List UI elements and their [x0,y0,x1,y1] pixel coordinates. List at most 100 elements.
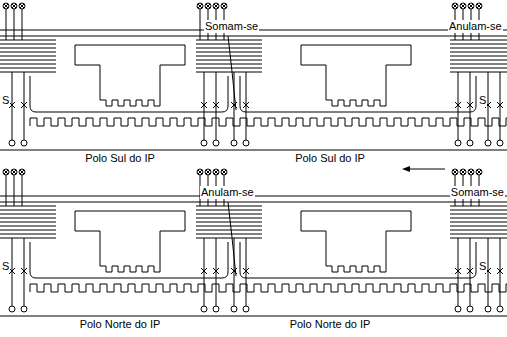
terminal-cross [214,170,218,174]
coil-winding [0,68,56,69]
coil-winding [196,238,262,239]
flux-loop [240,242,476,278]
terminal-cross [469,4,473,8]
coil-winding [450,210,507,211]
terminal-cross [453,170,457,174]
machine-row [0,169,507,316]
terminal-cross [20,170,24,174]
coil-winding [450,72,507,73]
terminal-cross [222,170,226,174]
coil-winding [450,60,507,61]
crossing-mark [497,268,503,274]
terminal-circle [3,3,9,9]
part-label: S [1,94,10,107]
terminal-circle [485,306,491,312]
terminal-cross [214,170,218,174]
terminal-cross [4,170,8,174]
part-label: S [1,260,10,273]
terminal-circle [205,169,211,175]
terminal-circle [3,169,9,175]
coil-winding [450,226,507,227]
leader-line [228,202,236,276]
terminal-circle [19,3,25,9]
part-label: S [478,94,487,107]
crossing-mark [201,102,207,108]
coil-winding [450,56,507,57]
coil-winding [0,214,56,215]
terminal-circle [452,169,458,175]
terminal-cross [206,4,210,8]
coil-winding [196,60,262,61]
coil-winding [196,222,262,223]
terminal-circle [497,306,503,312]
terminal-circle [243,306,249,312]
coil-winding [450,64,507,65]
terminal-cross [469,170,473,174]
terminal-circle [9,140,15,146]
coil-winding [0,230,56,231]
terminal-cross [4,4,8,8]
terminal-cross [453,170,457,174]
terminal-cross [222,4,226,8]
crossing-mark [497,268,503,274]
crossing-mark [455,102,461,108]
coil-winding [0,56,56,57]
coil-winding [450,52,507,53]
terminal-cross [477,4,481,8]
terminal-cross [214,4,218,8]
terminal-circle [19,169,25,175]
crossing-mark [21,268,27,274]
terminal-circle [201,140,207,146]
terminal-cross [461,4,465,8]
coil-winding [450,222,507,223]
terminal-circle [197,3,203,9]
terminal-cross [12,4,16,8]
terminal-cross [198,170,202,174]
coil-winding [450,230,507,231]
terminal-cross [20,4,24,8]
terminal-cross [214,4,218,8]
terminal-cross [206,4,210,8]
terminal-circle [455,306,461,312]
terminal-cross [206,170,210,174]
part-label: Polo Sul do IP [84,152,156,165]
crossing-mark [213,102,219,108]
crossing-mark [467,102,473,108]
lead-wire [14,175,15,206]
terminal-circle [221,169,227,175]
terminal-circle [213,140,219,146]
base-line [0,150,507,151]
terminal-circle [485,140,491,146]
part-label: Somam-se [450,186,505,199]
coil-winding [0,222,56,223]
lead-wire [22,175,23,206]
coil-winding [450,48,507,49]
terminal-circle [497,140,503,146]
terminal-cross [20,4,24,8]
coil-winding [196,68,262,69]
crossing-mark [467,268,473,274]
motion-arrow [406,169,445,170]
terminal-cross [198,4,202,8]
terminal-circle [468,3,474,9]
terminal-cross [461,170,465,174]
terminal-cross [469,4,473,8]
crossing-mark [21,102,27,108]
crossing-mark [243,268,249,274]
arrow-head [402,166,410,172]
terminal-cross [4,4,8,8]
part-label: Anulam-se [200,186,255,199]
part-label: Polo Norte do IP [79,318,162,331]
crossing-mark [213,268,219,274]
crossing-mark [455,268,461,274]
pole-block [75,211,185,272]
terminal-circle [467,306,473,312]
terminal-cross [198,170,202,174]
yoke-line [0,36,507,37]
crossing-mark [497,102,503,108]
crossing-mark [201,102,207,108]
terminal-cross [198,4,202,8]
coil-winding [196,230,262,231]
